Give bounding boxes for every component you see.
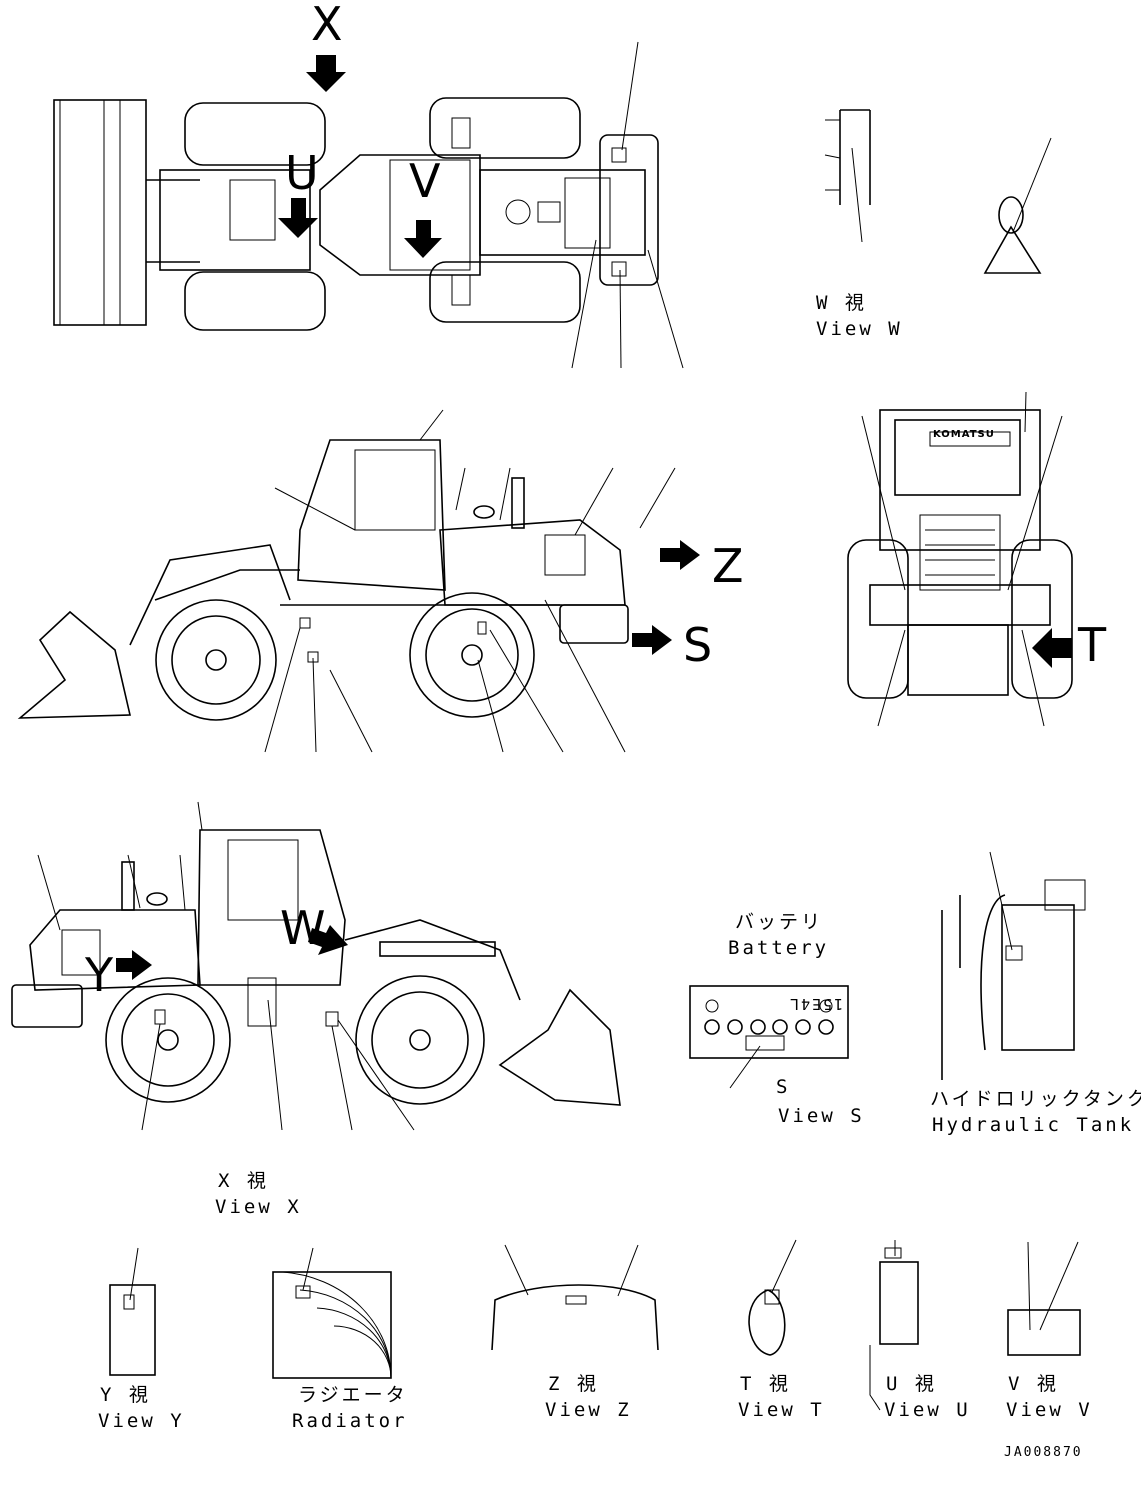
caption-view-u-jp: U 視 (886, 1373, 937, 1395)
marker-v: V (409, 154, 441, 208)
caption-view-v-en: View V (1006, 1399, 1093, 1421)
caption-battery-en: Battery (728, 937, 830, 959)
marker-u: U (285, 146, 319, 200)
arrow-x-icon (306, 55, 346, 92)
side-view-right (11, 801, 621, 1131)
caption-view-x-en: View X (215, 1196, 302, 1218)
arrow-u-icon (278, 198, 318, 238)
view-u-figure (869, 1240, 919, 1411)
caption-view-z-en: View Z (545, 1399, 632, 1421)
caption-radiator-jp: ラジエータ (298, 1384, 408, 1406)
arrow-y-icon (116, 950, 152, 980)
view-v-figure (1007, 1241, 1081, 1356)
plan-view-machine (53, 41, 684, 369)
front-view (847, 391, 1073, 727)
marker-s: S (683, 618, 713, 672)
caption-view-w-jp: W 視 (816, 292, 867, 314)
side-view-left (17, 409, 676, 753)
brand-badge: KOMATSU (933, 429, 995, 440)
arrow-z-icon (660, 540, 700, 570)
view-y-figure (109, 1247, 156, 1376)
caption-hydraulic-en: Hydraulic Tank (932, 1114, 1135, 1136)
caption-view-y-jp: Y 視 (100, 1384, 151, 1406)
caption-battery-jp: バッテリ (735, 911, 824, 933)
radiator-figure (272, 1247, 392, 1379)
battery-figure (689, 985, 849, 1089)
caption-view-x-jp: X 視 (218, 1170, 269, 1192)
marker-y: Y (85, 948, 114, 1002)
caption-view-z-jp: Z 視 (548, 1373, 599, 1395)
caption-view-t-en: View T (738, 1399, 825, 1421)
caption-view-t-jp: T 視 (740, 1373, 791, 1395)
caption-view-s-letter: S (776, 1076, 791, 1098)
marker-z: Z (712, 539, 744, 593)
arrow-s-icon (632, 625, 672, 655)
view-w-figure (824, 109, 1052, 274)
arrow-t-icon (1032, 628, 1072, 668)
marker-w: W (280, 901, 326, 955)
caption-radiator-en: Radiator (292, 1410, 408, 1432)
arrow-w-icon (308, 925, 348, 955)
hydraulic-tank-figure (941, 851, 1086, 1080)
view-t-figure (748, 1239, 797, 1356)
marker-t: T (1078, 618, 1107, 672)
caption-view-w-en: View W (816, 318, 903, 340)
drawing-number: JA008870 (1004, 1445, 1083, 1460)
marker-x: X (311, 0, 343, 51)
view-z-figure (491, 1244, 659, 1351)
caption-view-s-en: View S (778, 1105, 865, 1127)
caption-hydraulic-jp: ハイドロリックタンク (930, 1088, 1141, 1110)
arrow-v-icon (404, 220, 442, 258)
battery-marking: 15E4L (788, 995, 844, 1013)
caption-view-v-jp: V 視 (1008, 1373, 1059, 1395)
caption-view-y-en: View Y (98, 1410, 185, 1432)
caption-view-u-en: View U (884, 1399, 971, 1421)
